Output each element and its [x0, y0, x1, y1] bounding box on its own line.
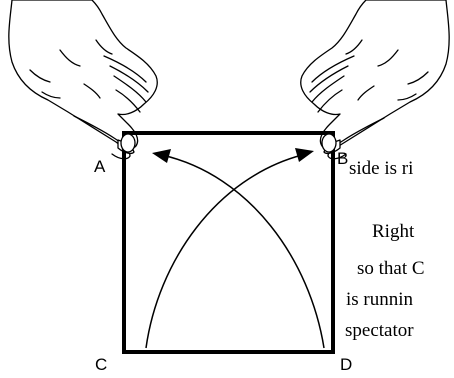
- corner-label-d: D: [340, 355, 353, 374]
- paper-square: [122, 131, 335, 354]
- arc-d-to-a: [161, 154, 325, 349]
- corner-label-a: A: [94, 157, 106, 176]
- arrowhead-a: [152, 149, 171, 163]
- arc-c-to-b: [145, 154, 303, 349]
- corner-label-b: B: [337, 149, 349, 168]
- fingertips: [120, 133, 337, 153]
- text-line-5: spectator: [345, 320, 414, 341]
- text-line-2: Right: [372, 221, 415, 242]
- corner-label-c: C: [95, 355, 108, 374]
- text-line-3: so that C: [357, 258, 425, 279]
- left-hand-illustration: [8, 0, 158, 160]
- text-line-4: is runnin: [346, 289, 414, 310]
- arrowhead-b: [295, 148, 314, 162]
- text-line-1: side is ri: [349, 158, 414, 179]
